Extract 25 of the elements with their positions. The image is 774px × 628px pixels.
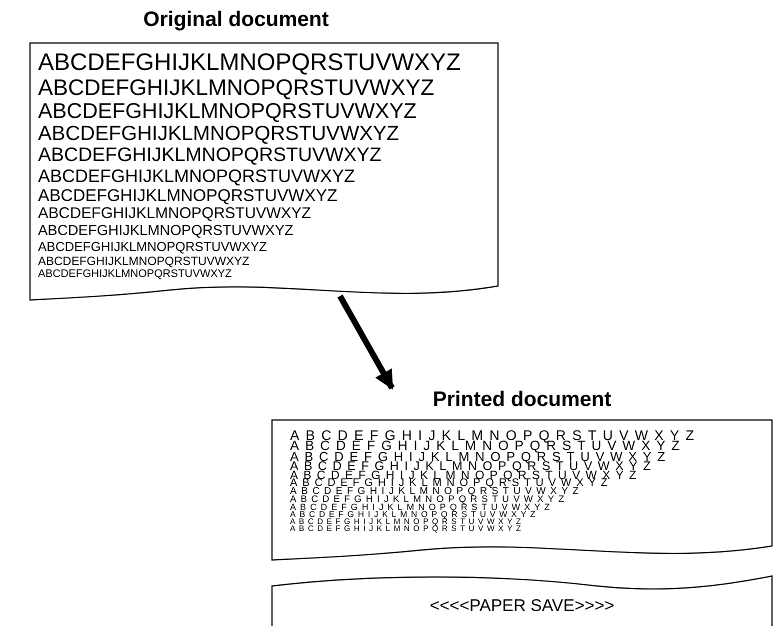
sample-text-line: ABCDEFGHIJKLMNOPQRSTUVWXYZ [290, 494, 568, 504]
sample-text-line: ABCDEFGHIJKLMNOPQRSTUVWXYZ [38, 269, 232, 280]
sample-text-line: ABCDEFGHIJKLMNOPQRSTUVWXYZ [38, 77, 434, 100]
sample-text-line: ABCDEFGHIJKLMNOPQRSTUVWXYZ [38, 101, 417, 122]
arrow [337, 294, 395, 390]
sample-text-line: ABCDEFGHIJKLMNOPQRSTUVWXYZ [38, 146, 382, 166]
sample-text-line: ABCDEFGHIJKLMNOPQRSTUVWXYZ [38, 206, 311, 222]
sample-text-line: ABCDEFGHIJKLMNOPQRSTUVWXYZ [290, 460, 656, 472]
sample-text-line: ABCDEFGHIJKLMNOPQRSTUVWXYZ [290, 439, 686, 452]
sample-text-line: ABCDEFGHIJKLMNOPQRSTUVWXYZ [38, 255, 250, 267]
sample-text-line: ABCDEFGHIJKLMNOPQRSTUVWXYZ [290, 518, 525, 526]
sample-text-line: ABCDEFGHIJKLMNOPQRSTUVWXYZ [38, 224, 294, 238]
sample-text-line: ABCDEFGHIJKLMNOPQRSTUVWXYZ [38, 124, 400, 144]
sample-text-line: ABCDEFGHIJKLMNOPQRSTUVWXYZ [38, 240, 267, 253]
document-heading: Printed document [432, 388, 612, 412]
sample-text-line: ABCDEFGHIJKLMNOPQRSTUVWXYZ [38, 167, 356, 185]
sample-text-line: ABCDEFGHIJKLMNOPQRSTUVWXYZ [290, 510, 540, 518]
sample-text-line: ABCDEFGHIJKLMNOPQRSTUVWXYZ [290, 486, 584, 496]
sample-text-line: ABCDEFGHIJKLMNOPQRSTUVWXYZ [290, 525, 525, 533]
sample-text-line: ABCDEFGHIJKLMNOPQRSTUVWXYZ [38, 187, 338, 204]
sample-text-line: ABCDEFGHIJKLMNOPQRSTUVWXYZ [290, 428, 700, 442]
status-message: <<<<PAPER SAVE>>>> [430, 596, 614, 616]
sample-text-line: ABCDEFGHIJKLMNOPQRSTUVWXYZ [38, 51, 461, 75]
document-heading: Original document [143, 8, 329, 32]
sample-text-line: ABCDEFGHIJKLMNOPQRSTUVWXYZ [290, 502, 554, 512]
